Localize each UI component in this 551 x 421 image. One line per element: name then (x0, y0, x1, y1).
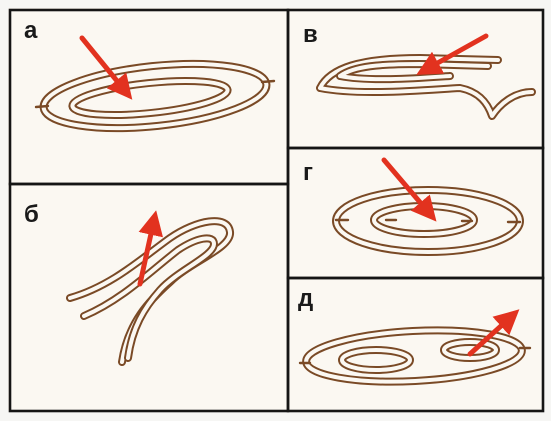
panel-e-label: д (298, 285, 313, 312)
panel-d-label: г (303, 159, 313, 186)
panel-b-label: б (24, 201, 39, 228)
panel-c-label: в (303, 21, 318, 48)
panel-a-label: а (24, 17, 38, 44)
